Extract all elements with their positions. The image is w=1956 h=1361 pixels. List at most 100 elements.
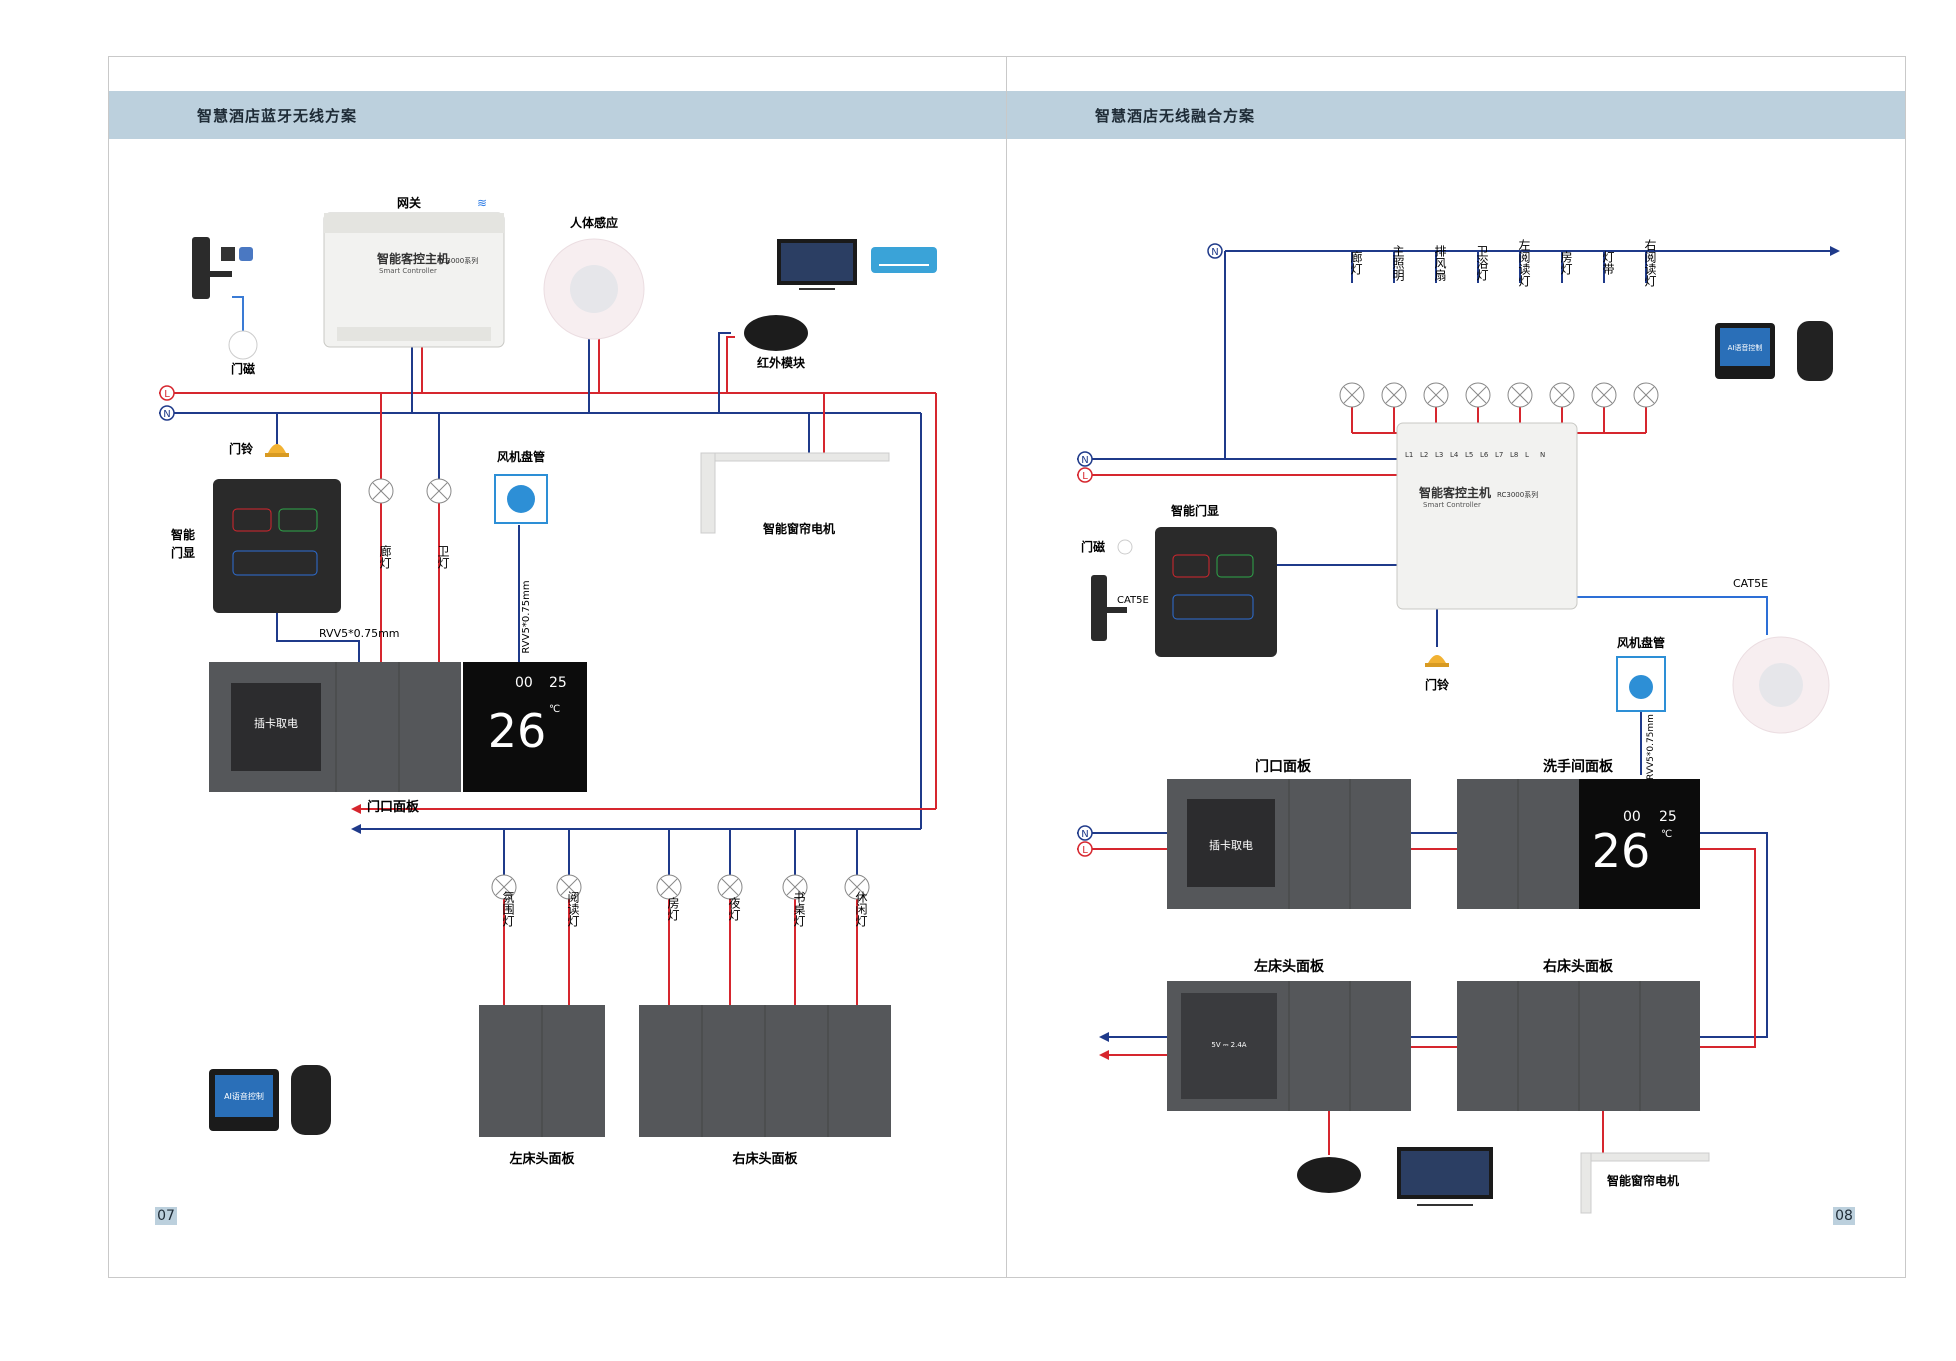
curtain-motor-icon xyxy=(700,452,890,534)
ir-module-label: 红外模块 xyxy=(757,355,806,370)
right-bed-panel-label: 右床头面板 xyxy=(731,1151,798,1167)
svg-text:L: L xyxy=(1525,451,1529,459)
fan-cable-label: RVV5*0.75mm xyxy=(521,580,532,653)
right-header-band: 智慧酒店无线融合方案 xyxy=(1007,91,1905,139)
svg-text:智能客控主机: 智能客控主机 xyxy=(1418,485,1491,500)
doorbell-label: 门铃 xyxy=(1425,677,1450,692)
lamp-bath-icon xyxy=(426,478,452,504)
lamp-label: 房灯 xyxy=(666,896,680,922)
lamp-label: 卫浴灯 xyxy=(1475,245,1489,282)
fan-coil-icon xyxy=(1616,656,1666,712)
smart-lock-icon xyxy=(192,237,253,335)
controller-terminals: L1 L2 L3 L4 L5 L6 L7 L8 L N xyxy=(1405,451,1545,459)
lamp-label: 排风扇 xyxy=(1433,245,1447,282)
svg-text:RC3000系列: RC3000系列 xyxy=(1497,490,1538,499)
fan-coil-icon xyxy=(494,474,548,524)
doorbell-icon xyxy=(265,444,289,457)
fan-cable-label: RVV5*0.75mm xyxy=(1646,714,1656,780)
smart-door-display xyxy=(213,479,341,613)
fan-coil-label: 风机盘管 xyxy=(1617,635,1665,650)
gateway-label: 网关 xyxy=(397,195,421,210)
svg-text:L7: L7 xyxy=(1495,451,1503,459)
neutral-marker: N xyxy=(159,405,175,421)
controller-unit: 智能客控主机 RC3000系列 Smart Controller xyxy=(323,212,505,348)
lamp-labels: 廊灯 主照明 排风扇 卫浴灯 左阅读灯 房灯 灯带 右阅读灯 xyxy=(1349,238,1657,288)
lamp-icons xyxy=(1339,382,1659,408)
right-bed-panel xyxy=(639,1005,891,1137)
svg-text:Smart Controller: Smart Controller xyxy=(379,267,437,275)
neutral-marker: N xyxy=(1077,451,1093,467)
live-marker: L xyxy=(159,385,175,401)
smart-door-display xyxy=(1155,527,1277,657)
svg-text:AI语音控制: AI语音控制 xyxy=(1728,343,1763,352)
curtain-motor-label: 智能窗帘电机 xyxy=(762,521,835,536)
tv-icon xyxy=(1397,1147,1493,1206)
rvv-cable-label: RVV5*0.75mm xyxy=(319,627,400,640)
svg-text:L: L xyxy=(164,389,170,400)
svg-text:N: N xyxy=(1081,455,1088,466)
lamp-label: 廊灯 xyxy=(1349,250,1363,276)
live-marker: L xyxy=(1077,467,1093,483)
svg-text:AI语音控制: AI语音控制 xyxy=(224,1091,264,1101)
svg-text:L1: L1 xyxy=(1405,451,1413,459)
svg-text:Smart Controller: Smart Controller xyxy=(1423,501,1481,509)
left-header-band: 智慧酒店蓝牙无线方案 xyxy=(109,91,1007,139)
lamp-label: 夜灯 xyxy=(727,896,741,922)
fan-coil-label: 风机盘管 xyxy=(497,449,545,464)
main-wires xyxy=(1077,246,1840,1155)
svg-text:插卡取电: 插卡取电 xyxy=(254,716,298,730)
cat5e-lock-label: CAT5E xyxy=(1117,595,1149,606)
body-sensor-label: 人体感应 xyxy=(570,215,618,230)
lamp-corridor-icon xyxy=(368,478,394,504)
smart-speaker-icon xyxy=(1797,321,1833,381)
ir-module-icon xyxy=(744,315,808,351)
svg-text:℃: ℃ xyxy=(1661,829,1672,840)
bathroom-panel-label: 洗手间面板 xyxy=(1543,758,1614,775)
ai-screen-icon: AI语音控制 xyxy=(1715,323,1775,379)
curtain-motor-label: 智能窗帘电机 xyxy=(1606,1173,1679,1188)
door-magnet-label: 门磁 xyxy=(1081,539,1105,554)
door-magnet-icon xyxy=(228,330,258,360)
svg-text:L5: L5 xyxy=(1465,451,1473,459)
left-wiring-diagram: L N 门磁 智能客控主机 RC3000系列 Smart Controller … xyxy=(159,195,937,1167)
svg-text:N: N xyxy=(1081,829,1088,840)
neutral-marker-top: N xyxy=(1207,243,1223,259)
lamp-label: 书桌灯 xyxy=(792,891,806,928)
panel-neutral-marker: N xyxy=(1077,825,1093,841)
smart-speaker-icon xyxy=(291,1065,331,1135)
body-sensor-icon xyxy=(543,238,645,340)
svg-text:℃: ℃ xyxy=(549,704,560,715)
body-sensor-icon xyxy=(1732,636,1830,734)
left-bed-panel-label: 左床头面板 xyxy=(1253,958,1325,975)
doorbell-icon xyxy=(1425,655,1449,667)
door-magnet-label: 门磁 xyxy=(231,361,255,376)
bottom-lamps xyxy=(491,874,870,900)
bottom-lamp-labels: 氛围灯 阅读灯 房灯 夜灯 书桌灯 休闲灯 xyxy=(501,891,868,928)
ir-module-icon xyxy=(1297,1157,1361,1193)
svg-text:RC3000系列: RC3000系列 xyxy=(437,256,478,265)
right-bed-panel-label: 右床头面板 xyxy=(1542,958,1614,975)
curtain-motor-icon xyxy=(1580,1152,1710,1214)
lamp-label: 左阅读灯 xyxy=(1517,238,1531,288)
left-bed-panel xyxy=(479,1005,605,1137)
left-page-title: 智慧酒店蓝牙无线方案 xyxy=(197,107,358,125)
right-page-title: 智慧酒店无线融合方案 xyxy=(1095,107,1256,125)
lamp-label: 休闲灯 xyxy=(854,891,868,928)
right-bed-panel xyxy=(1457,981,1700,1111)
doorbell-label: 门铃 xyxy=(229,441,254,456)
left-page: 智慧酒店蓝牙无线方案 07 xyxy=(108,56,1008,1278)
svg-text:25: 25 xyxy=(549,675,567,691)
door-display-label: 智能门显 xyxy=(1170,503,1219,518)
left-bed-panel: 5V ⎓ 2.4A xyxy=(1167,981,1411,1111)
lamp-label-top: 卫灯 xyxy=(436,545,450,570)
door-magnet-icon xyxy=(1117,539,1133,555)
right-page: 智慧酒店无线融合方案 08 xyxy=(1006,56,1906,1278)
door-panel-label: 门口面板 xyxy=(1255,758,1312,775)
door-panel-label: 门口面板 xyxy=(367,799,420,815)
ac-icon xyxy=(871,247,937,273)
right-wiring-diagram: N N L N L 廊灯 主照明 排风扇 卫浴灯 左阅读灯 房灯 灯带 右阅读灯 xyxy=(1077,238,1840,1214)
svg-text:N: N xyxy=(163,409,170,420)
lamp-label: 氛围灯 xyxy=(501,891,515,928)
door-panel: 插卡取电 xyxy=(1167,779,1411,909)
svg-text:L6: L6 xyxy=(1480,451,1489,459)
